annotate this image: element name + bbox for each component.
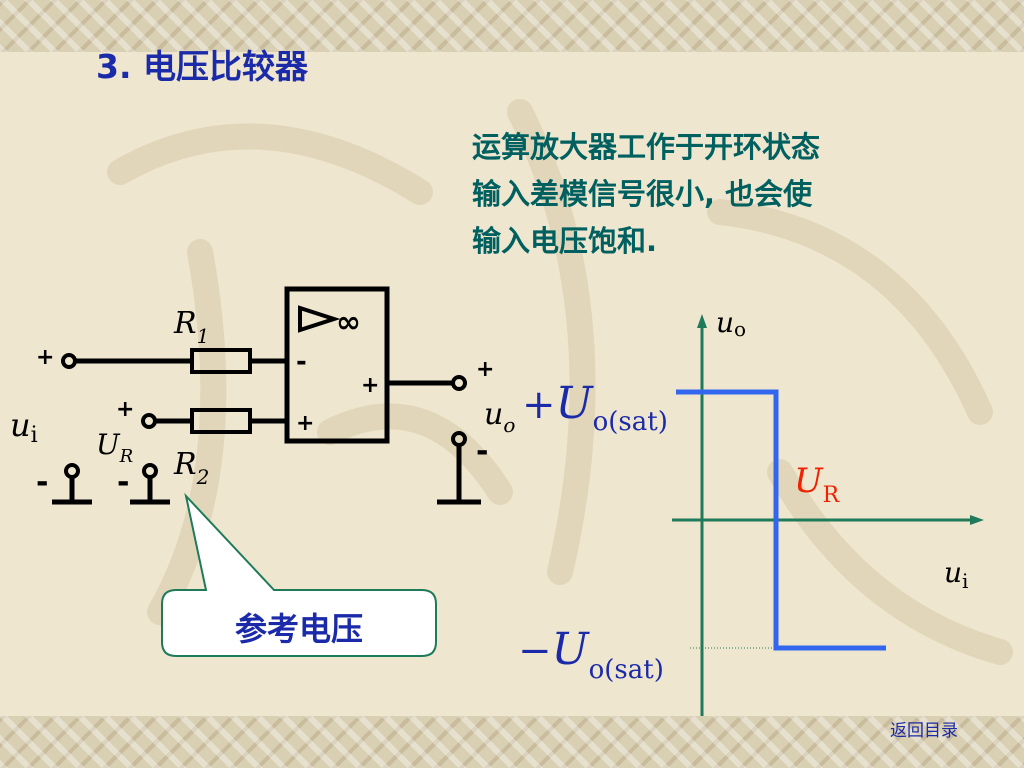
label-r2-var: R	[173, 447, 197, 482]
page-title: 3. 电压比较器	[96, 47, 308, 86]
terminal-input-plus	[61, 353, 77, 369]
op-amp-infinity: ∞	[336, 305, 361, 340]
label-reference-voltage-var: U	[794, 461, 824, 501]
op-amp-minus-input: -	[296, 347, 307, 377]
label-neg-saturation: −Uo(sat)	[518, 624, 664, 685]
top-decorative-border	[0, 0, 1024, 52]
resistor-r1	[190, 348, 252, 374]
label-ui: ui	[10, 406, 38, 448]
label-ui-var: u	[10, 406, 31, 444]
description-line-2: 输入差模信号很小, 也会使	[472, 177, 813, 211]
label-neg-saturation-sign: −	[518, 628, 552, 674]
label-pos-saturation-sub: o(sat)	[593, 407, 668, 437]
terminal-minus-label-out: -	[476, 434, 488, 469]
description-line-3: 输入电压饱和.	[472, 224, 658, 258]
label-neg-saturation-sub: o(sat)	[589, 655, 664, 685]
label-r1-sub: 1	[197, 324, 210, 348]
label-ur-sub: R	[119, 446, 134, 467]
terminal-plus-label-ref: +	[116, 397, 134, 422]
graph-x-label: ui	[944, 556, 968, 593]
description-line-1: 运算放大器工作于开环状态	[472, 130, 821, 164]
resistor-r2	[190, 408, 252, 434]
description-text: 运算放大器工作于开环状态 输入差模信号很小, 也会使 输入电压饱和.	[472, 124, 820, 265]
terminal-minus-label-ref: -	[117, 465, 129, 500]
label-uo-circuit-sub: o	[503, 413, 515, 437]
back-to-contents-link[interactable]: 返回目录	[890, 721, 958, 741]
terminal-output-plus	[451, 375, 467, 391]
bottom-decorative-border	[0, 716, 1024, 768]
label-ur: UR	[96, 428, 133, 467]
graph-x-label-var: u	[944, 556, 962, 589]
graph-y-label: uo	[716, 306, 746, 341]
op-amp-plus-input: +	[296, 411, 314, 436]
graph-x-axis-arrow	[970, 515, 984, 525]
terminal-minus-label-1: -	[36, 465, 48, 500]
callout-bubble	[161, 492, 437, 657]
graph-y-axis-arrow	[697, 314, 707, 328]
terminal-plus-label-out: +	[476, 357, 494, 382]
terminal-ref-minus	[142, 463, 158, 479]
label-ur-var: U	[96, 428, 121, 461]
op-amp-box	[284, 286, 390, 444]
label-pos-saturation: +Uo(sat)	[522, 378, 668, 437]
op-amp-triangle-icon	[298, 305, 341, 333]
comparator-circuit	[52, 286, 481, 505]
terminal-plus-label-1: +	[36, 345, 54, 370]
label-reference-voltage-sub: R	[823, 483, 841, 508]
label-reference-voltage: UR	[794, 461, 841, 508]
graph-y-label-sub: o	[734, 317, 746, 341]
graph-y-label-var: u	[716, 306, 734, 339]
label-r2-sub: 2	[196, 465, 210, 489]
terminal-output-minus	[451, 431, 467, 447]
label-uo-circuit: uo	[484, 397, 515, 437]
callout-reference-voltage-text: 参考电压	[234, 610, 363, 648]
label-pos-saturation-var: U	[556, 378, 595, 429]
label-ui-sub: i	[31, 423, 38, 448]
terminal-ref-plus	[141, 413, 157, 429]
label-uo-circuit-var: u	[484, 397, 503, 432]
transfer-curve	[676, 389, 886, 651]
label-neg-saturation-var: U	[552, 624, 591, 675]
label-pos-saturation-sign: +	[522, 382, 556, 428]
terminal-input-minus	[64, 463, 80, 479]
graph-x-label-sub: i	[962, 569, 968, 593]
label-r1-var: R	[173, 306, 197, 341]
transfer-graph	[672, 314, 984, 716]
label-r2: R2	[173, 447, 209, 489]
label-r1: R1	[173, 306, 209, 348]
op-amp-plus-output: +	[361, 373, 379, 398]
